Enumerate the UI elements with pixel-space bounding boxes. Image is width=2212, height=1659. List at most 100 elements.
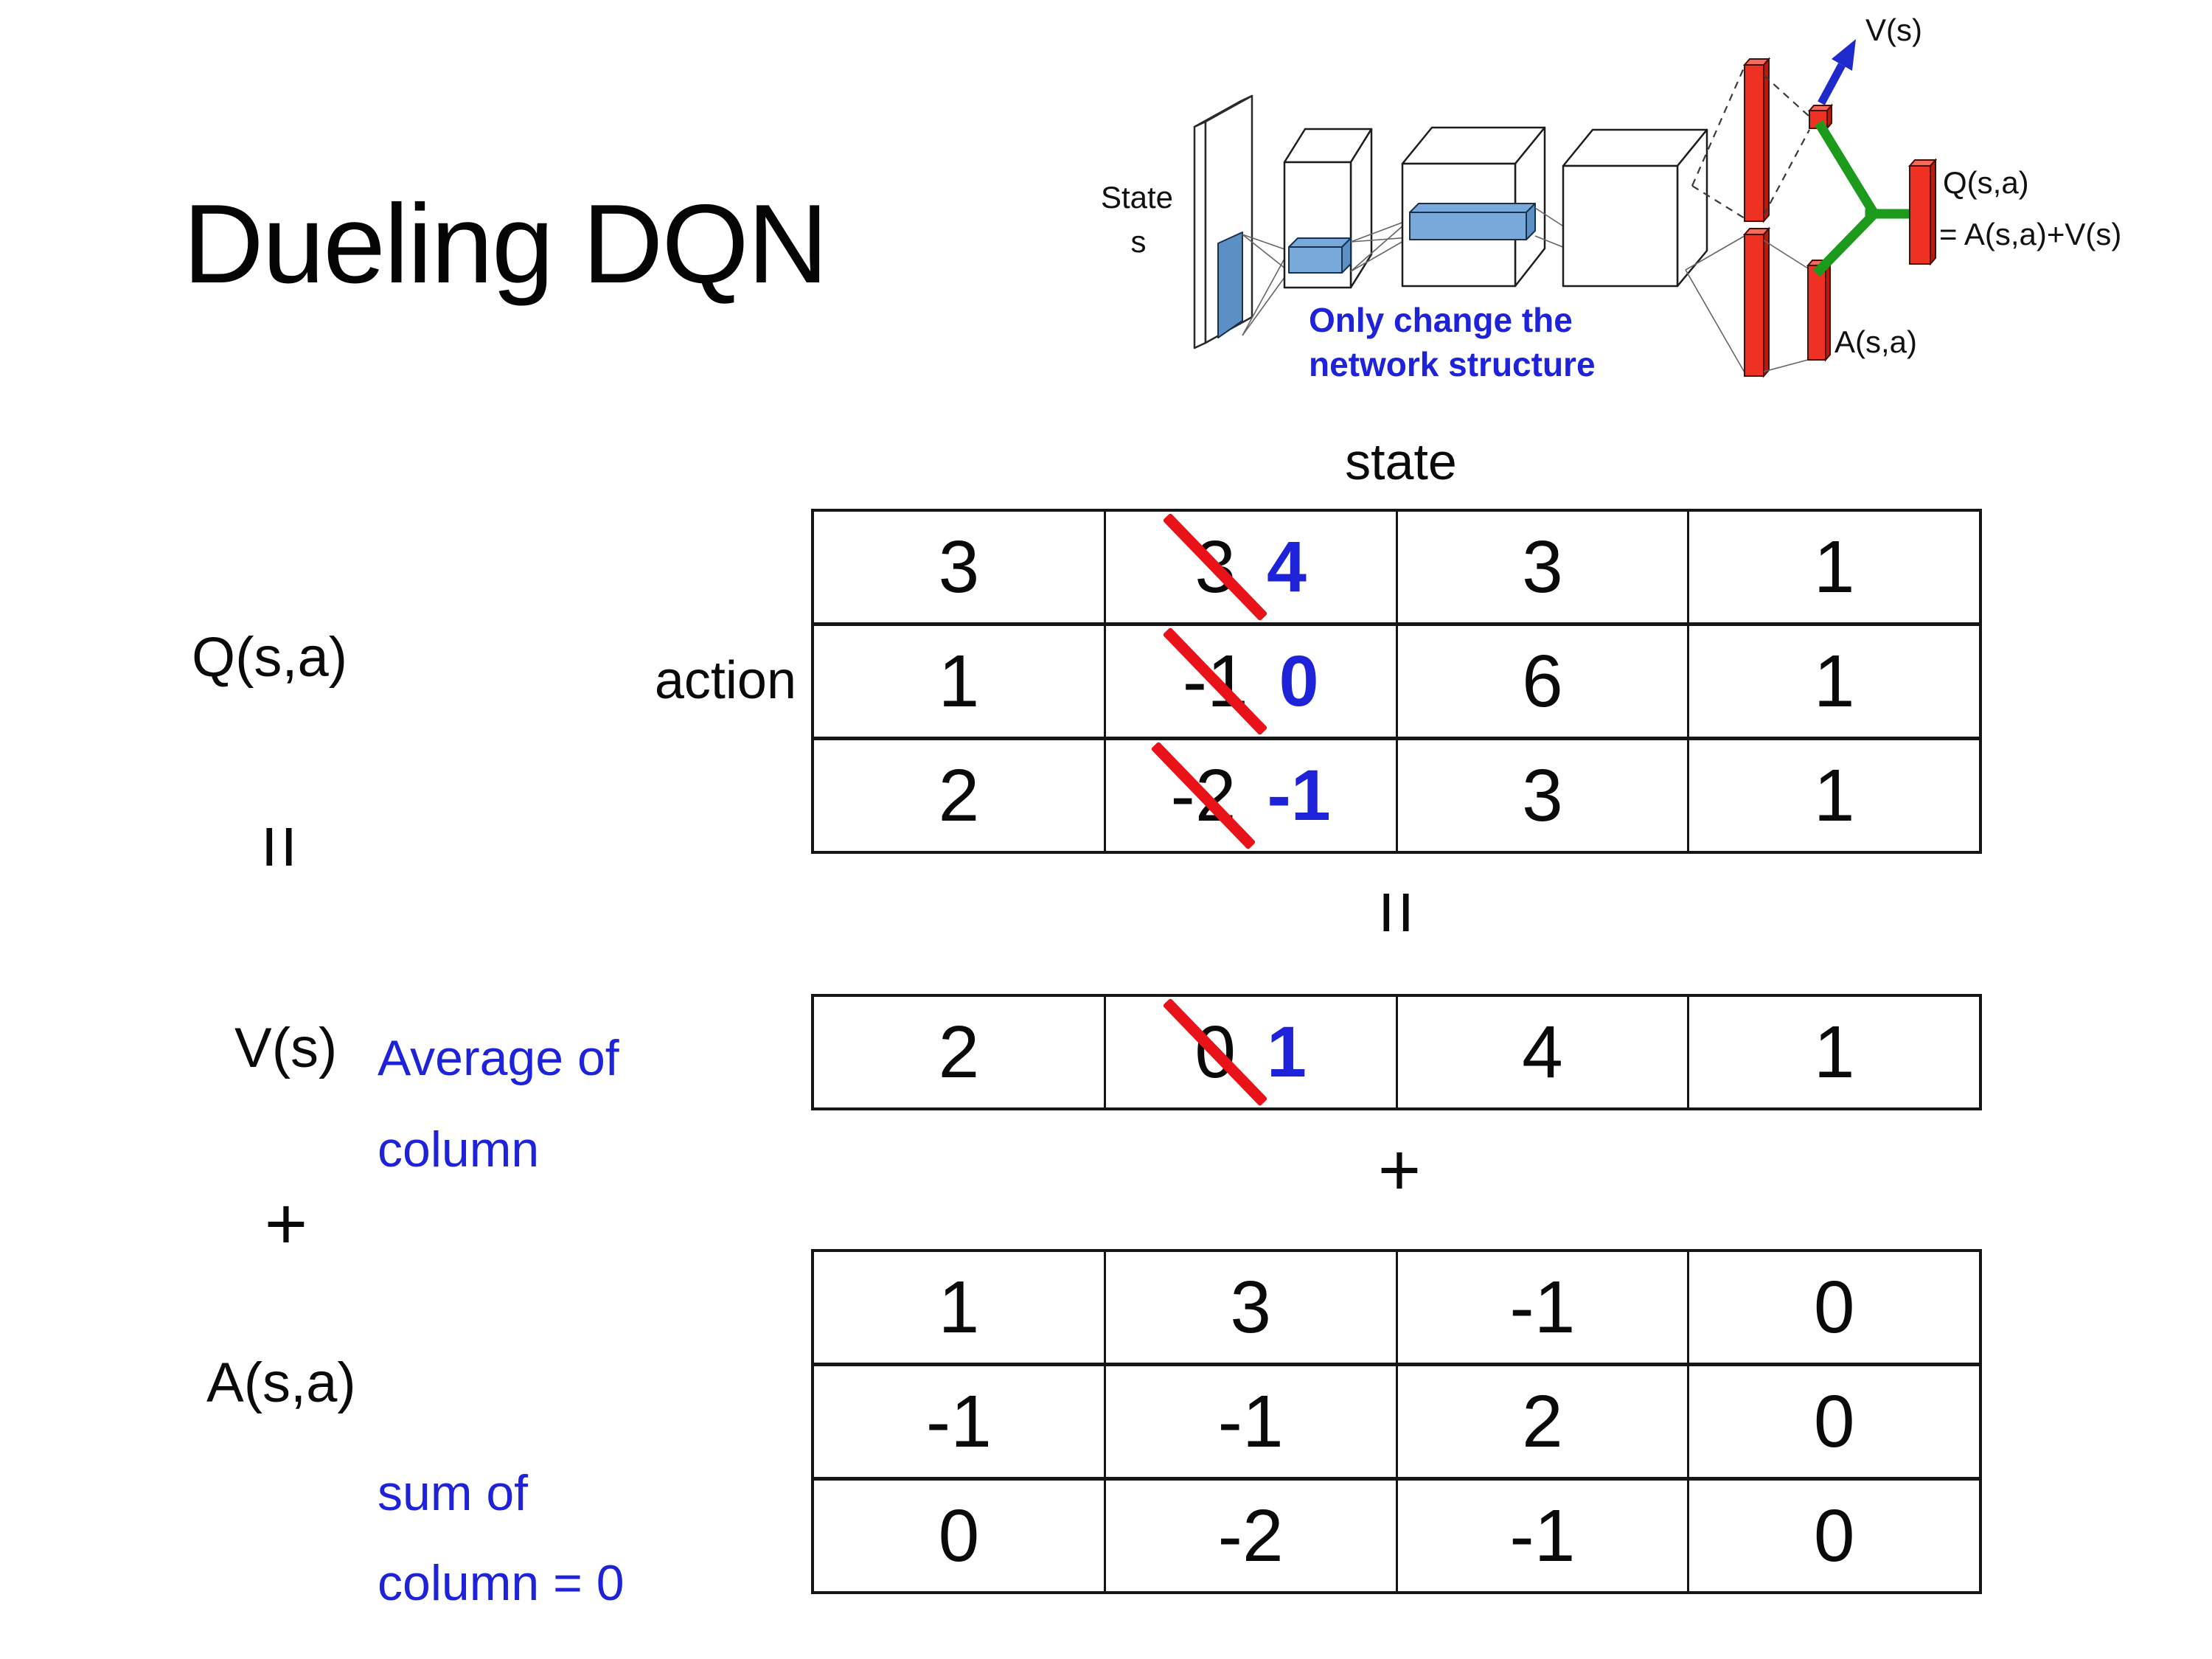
struck-value: -2: [1150, 741, 1256, 850]
struck-value: 3: [1162, 512, 1268, 622]
a-cell: -2: [1106, 1481, 1398, 1591]
a-cell: 3: [1106, 1252, 1398, 1363]
q-output-bar-side: [1930, 158, 1936, 266]
a-cell: 0: [1813, 1380, 1855, 1463]
advantage-stream-line: [1763, 359, 1809, 372]
a-cell: -1: [814, 1366, 1106, 1477]
q-cell: 3: [1398, 512, 1690, 622]
v-table: 2 0 1 4 1: [811, 994, 1982, 1110]
plus-center-box: +: [1348, 1126, 1451, 1214]
table-row: 0 -2 -1 0: [814, 1481, 1979, 1591]
conv-line: [1350, 219, 1411, 243]
a-cell: 0: [814, 1481, 1106, 1591]
v-output-label: V(s): [1865, 13, 1922, 47]
v-arrowhead-icon: [1832, 39, 1856, 71]
conv-line: [1242, 250, 1290, 336]
new-value: 1: [1266, 1012, 1307, 1092]
merge-line-advantage: [1812, 206, 1882, 277]
equals-center-box: =: [1346, 868, 1449, 956]
v-cell: 2: [814, 997, 1106, 1107]
average-note-line1: Average of: [378, 1030, 619, 1086]
value-hidden-bar: [1744, 64, 1764, 222]
a-cell: 2: [1398, 1366, 1690, 1477]
value-stream-line: [1691, 66, 1746, 187]
conv-line: [1350, 237, 1411, 243]
advantage-stream-line: [1685, 235, 1745, 271]
a-cell: -1: [1398, 1481, 1690, 1591]
a-matrix-label: A(s,a): [206, 1352, 356, 1414]
page-title: Dueling DQN: [183, 181, 828, 307]
q-cell: 1: [814, 626, 1106, 737]
diagram-note-line1: Only change the: [1309, 301, 1573, 339]
conv-line: [1350, 219, 1411, 272]
q-cell-corrected: -1 0: [1106, 626, 1398, 737]
a-vector-bar: [1807, 265, 1826, 361]
q-table: 3 3 4 3 1 1 -1 0 6 1 2 -2 -1 3 1: [811, 509, 1982, 854]
conv1-feature-top: [1288, 237, 1352, 248]
v-matrix-label: V(s): [234, 1017, 338, 1079]
q-cell-corrected: 3 4: [1106, 512, 1398, 622]
conv-line: [1534, 207, 1565, 228]
new-value: 4: [1266, 526, 1307, 607]
v-cell-corrected: 0 1: [1106, 997, 1398, 1107]
advantage-stream-line: [1763, 240, 1809, 269]
sum-note-line1: sum of: [378, 1465, 529, 1521]
conv1-feature: [1288, 246, 1343, 274]
q-output-bar: [1909, 165, 1931, 265]
equals-left-box: =: [229, 802, 332, 891]
table-row: 2 -2 -1 3 1: [814, 740, 1979, 851]
q-cell: 1: [1813, 754, 1855, 837]
a-table: 1 3 -1 0 -1 -1 2 0 0 -2 -1 0: [811, 1249, 1982, 1594]
table-row: 1 -1 0 6 1: [814, 626, 1979, 740]
state-input-label: State: [1101, 180, 1173, 215]
struck-value: -1: [1162, 627, 1268, 736]
value-hidden-bar-side: [1763, 57, 1770, 223]
diagram-note-line2: network structure: [1309, 345, 1596, 383]
average-note-line2: column: [378, 1121, 540, 1178]
q-cell: 1: [1813, 639, 1855, 723]
value-stream-line: [1691, 185, 1745, 219]
plus-sign: +: [1377, 1129, 1422, 1211]
new-value: 0: [1279, 641, 1319, 721]
input-plane-side-edge: [1193, 120, 1207, 349]
conv-line: [1534, 235, 1565, 248]
plus-sign: +: [264, 1183, 308, 1265]
new-value: -1: [1267, 755, 1331, 835]
q-cell-corrected: -2 -1: [1106, 740, 1398, 851]
value-stream-line: [1763, 74, 1810, 117]
v-cell: 4: [1398, 997, 1690, 1107]
state-axis-label: state: [1345, 433, 1457, 490]
a-cell: -1: [1398, 1252, 1690, 1363]
fc-box: [1562, 164, 1679, 288]
q-cell: 3: [1398, 740, 1690, 851]
a-output-label: A(s,a): [1834, 324, 1917, 359]
q-cell: 1: [1813, 525, 1855, 608]
v-cell: 1: [1813, 1010, 1855, 1093]
q-cell: 2: [814, 740, 1106, 851]
struck-value: 0: [1162, 998, 1268, 1107]
advantage-hidden-bar: [1744, 234, 1764, 377]
value-stream-line: [1763, 129, 1810, 216]
a-cell: 1: [814, 1252, 1106, 1363]
q-output-label: Q(s,a): [1943, 165, 2029, 200]
equals-sign: =: [1354, 889, 1441, 935]
dueling-network-diagram: State s V(s) Q(s,a) = A(s,a)+V(s) A(s,a)…: [1101, 13, 2121, 383]
conv-line: [1242, 271, 1290, 336]
state-input-label-s: s: [1131, 224, 1147, 259]
merge-line-value: [1815, 120, 1881, 220]
v-arrow: [1818, 63, 1846, 105]
conv-line: [1350, 237, 1411, 272]
table-row: -1 -1 2 0: [814, 1366, 1979, 1481]
action-axis-label: action: [654, 651, 796, 710]
q-matrix-label: Q(s,a): [192, 626, 348, 689]
advantage-stream-line: [1685, 269, 1745, 373]
conv-line: [1242, 234, 1290, 251]
advantage-hidden-bar-side: [1763, 226, 1770, 378]
equals-sign: =: [237, 824, 324, 869]
conv2-feature-top: [1409, 203, 1536, 213]
a-cell: -1: [1106, 1366, 1398, 1477]
q-cell: 6: [1398, 626, 1690, 737]
table-row: 1 3 -1 0: [814, 1252, 1979, 1366]
conv2-feature: [1409, 212, 1527, 240]
